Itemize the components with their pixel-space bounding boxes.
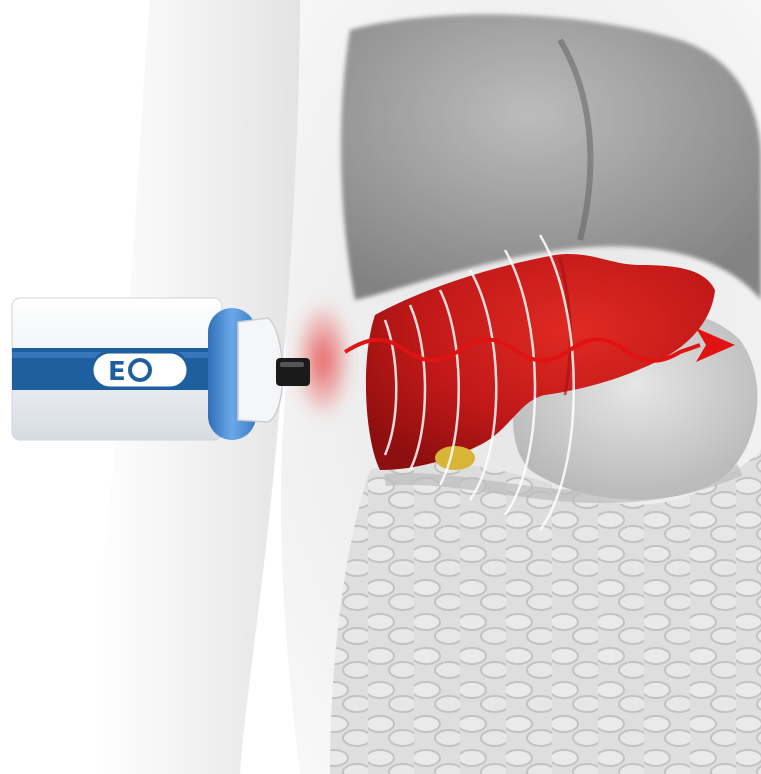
probe-logo-dot (130, 360, 150, 380)
probe-logo-letter: E (108, 357, 126, 387)
probe-tip-highlight (280, 362, 304, 367)
gallbladder (435, 446, 475, 470)
ultrasound-probe-icon: E (12, 298, 310, 440)
probe-nozzle (238, 318, 283, 422)
